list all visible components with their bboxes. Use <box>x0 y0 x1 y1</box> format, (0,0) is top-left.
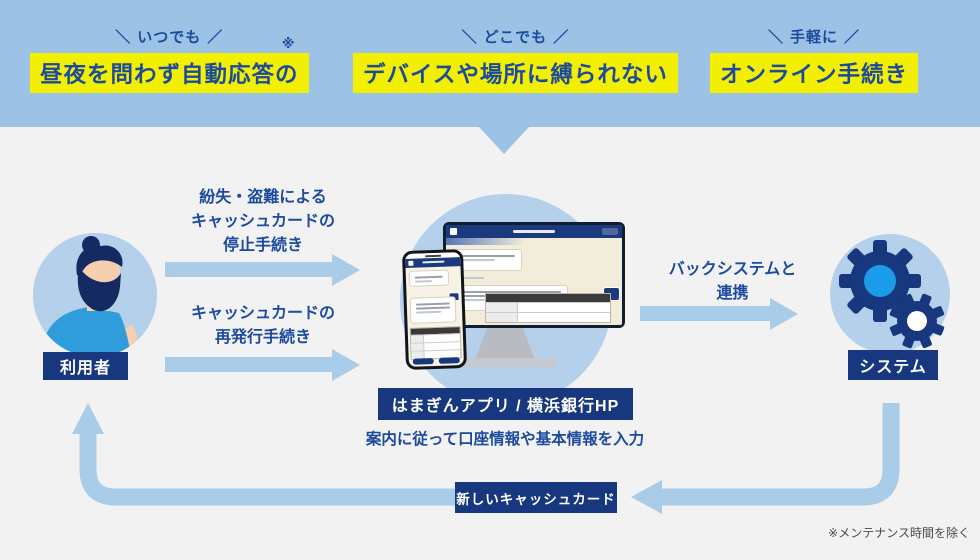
reissue-procedure-label: キャッシュカードの 再発行手続き <box>190 305 335 346</box>
arrow-backend-link <box>640 306 770 321</box>
slash-left-icon: ＼ <box>767 29 784 46</box>
system-label: システム <box>848 350 938 380</box>
tagline-anytime: ＼いつでも／ <box>30 26 309 47</box>
slash-left-icon: ＼ <box>461 29 478 46</box>
chat-info-table <box>409 326 462 360</box>
monitor-chat-subbar <box>446 238 526 245</box>
slash-right-icon: ／ <box>844 29 861 46</box>
monitor-icon <box>443 222 625 328</box>
headline-online-procedure: オンライン手続き <box>710 53 919 93</box>
chat-action-buttons <box>409 357 464 365</box>
tagline-anywhere: ＼どこでも／ <box>353 26 678 47</box>
loop-arrowhead-left-icon <box>631 480 662 514</box>
banner-item-anytime: ＼いつでも／ ※ 昼夜を問わず自動応答の <box>30 26 309 93</box>
smartphone-icon <box>401 248 468 371</box>
return-loop-arrows <box>72 403 900 514</box>
channel-label: はまぎんアプリ / 横浜銀行HP <box>378 388 633 420</box>
headline-auto-response: 昼夜を問わず自動応答の <box>30 53 309 93</box>
arrow-stop-procedure <box>165 262 332 277</box>
slash-left-icon: ＼ <box>115 29 132 46</box>
new-card-label: 新しいキャッシュカード <box>455 482 617 513</box>
banner-item-easy: ＼手軽に／ オンライン手続き <box>710 26 919 93</box>
banner-item-anywhere: ＼どこでも／ デバイスや場所に縛られない <box>353 26 678 93</box>
monitor-screen <box>446 225 622 325</box>
user-circle <box>33 233 157 357</box>
monitor-chat-body <box>446 245 622 325</box>
chat-info-table <box>484 293 612 323</box>
stop-procedure-label: 紛失・盗難による キャッシュカードの 停止手続き <box>190 189 335 254</box>
user-label: 利用者 <box>43 352 128 380</box>
smartphone-chat-body <box>406 266 464 367</box>
chat-bubble <box>409 296 457 324</box>
banner-pointer-triangle <box>479 127 529 154</box>
channel-caption: 案内に従って口座情報や基本情報を入力 <box>365 431 645 448</box>
monitor-chat-header <box>446 225 622 238</box>
backend-link-label: バックシステムと 連携 <box>668 261 797 302</box>
slash-right-icon: ／ <box>553 29 570 46</box>
top-banner: ＼いつでも／ ※ 昼夜を問わず自動応答の ＼どこでも／ デバイスや場所に縛られな… <box>0 0 980 127</box>
loop-arrow-system-to-card <box>662 403 900 506</box>
loop-arrow-card-to-user <box>79 434 455 506</box>
gears-icon <box>839 240 945 349</box>
note-mark: ※ <box>281 36 295 51</box>
smartphone-screen <box>405 252 464 367</box>
slash-right-icon: ／ <box>207 29 224 46</box>
system-circle <box>830 234 950 354</box>
loop-arrowhead-up-icon <box>72 403 104 434</box>
maintenance-footnote: ※メンテナンス時間を除く <box>828 526 970 540</box>
user-avatar-icon <box>33 233 157 357</box>
monitor-stand <box>475 328 535 360</box>
monitor-base <box>453 358 557 367</box>
arrow-reissue-procedure <box>165 357 332 372</box>
chat-bubble <box>452 249 522 271</box>
headline-device-free: デバイスや場所に縛られない <box>353 53 678 93</box>
tagline-easy: ＼手軽に／ <box>710 26 918 47</box>
chat-bubble <box>408 269 450 287</box>
